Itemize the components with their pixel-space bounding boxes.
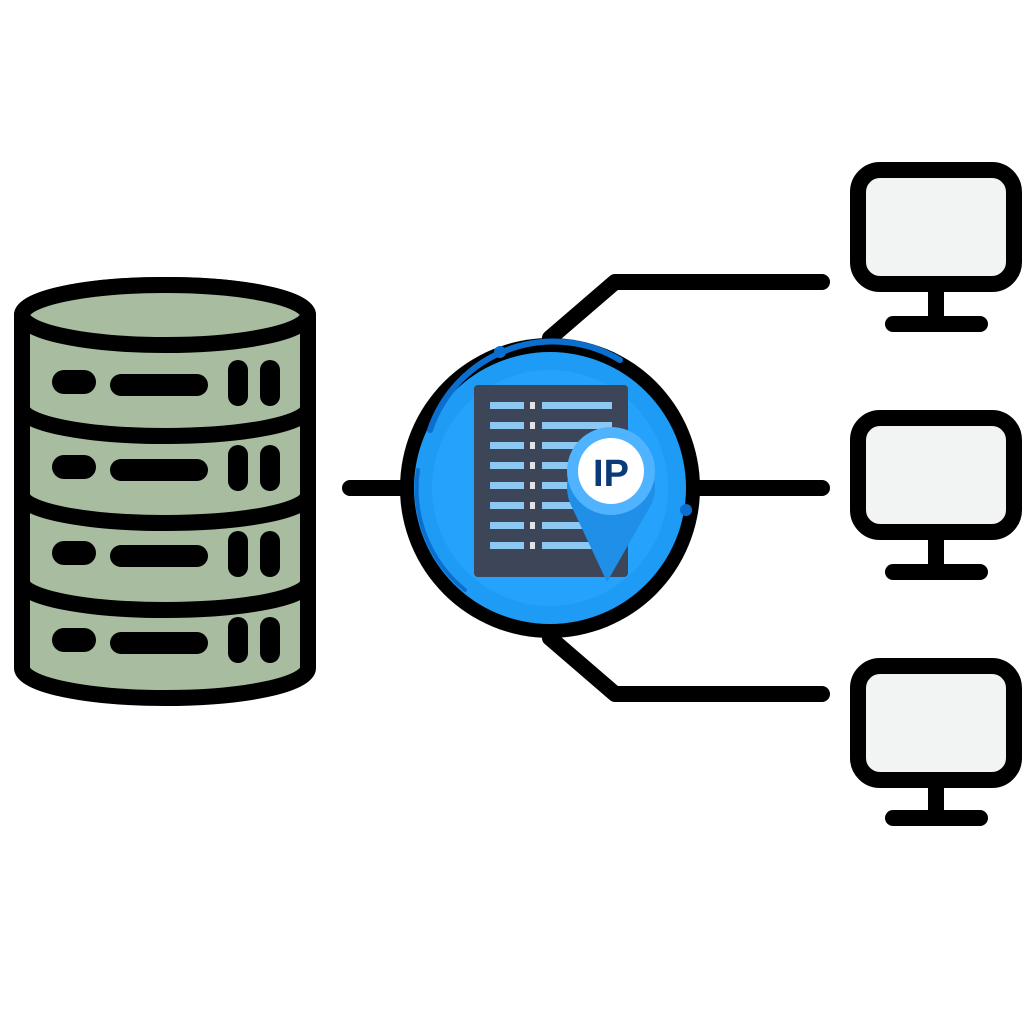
hub-orbit-dot-2 [680, 504, 692, 516]
database-slot-2 [52, 445, 280, 491]
computer-3-monitor-icon [850, 658, 1022, 826]
monitor-1-screen [850, 162, 1022, 292]
monitor-3-screen [850, 658, 1022, 788]
database-divider-2 [14, 493, 316, 531]
database-slot-3 [52, 531, 280, 577]
database-slot-4 [52, 617, 280, 663]
ip-hub: IP [400, 338, 700, 638]
database-server-icon [14, 277, 316, 706]
database-divider-1 [14, 406, 316, 444]
hub-orbit-arc-2 [414, 468, 467, 592]
database-top [14, 277, 316, 353]
pin-face [578, 438, 644, 504]
connector-hub-computer-1 [542, 274, 830, 346]
document-row-dividers [530, 402, 535, 549]
connector-hub-computer-3 [542, 630, 830, 702]
computer-1-monitor-icon [850, 162, 1022, 332]
hub-orbit-dot [494, 346, 506, 358]
monitor-2-screen [850, 410, 1022, 540]
hub-orbit-arc [427, 338, 623, 433]
computer-2-monitor-icon [850, 410, 1022, 580]
ip-badge-label: IP [593, 453, 629, 495]
ip-location-pin-icon: IP [567, 427, 655, 582]
database-divider-3 [14, 580, 316, 618]
database-slot-1 [52, 360, 280, 406]
